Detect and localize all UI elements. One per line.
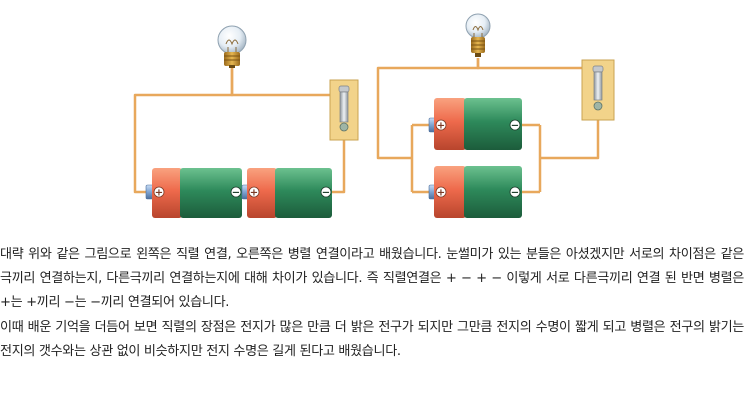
paragraph-explanation: 대략 위와 같은 그림으로 왼쪽은 직렬 연결, 오른쪽은 병렬 연결이라고 배…: [0, 247, 744, 311]
svg-text:+: +: [155, 188, 163, 199]
paragraph-comparison: 이때 배운 기억을 더듬어 보면 직렬의 장점은 전지가 많은 만큼 더 밝은 …: [0, 319, 744, 359]
svg-text:+: +: [250, 188, 258, 199]
bulb-icon: [217, 25, 247, 68]
switch-icon: [329, 79, 359, 141]
battery-icon: + −: [145, 168, 242, 218]
circuit-figure: + − + −: [133, 13, 615, 218]
svg-text:−: −: [511, 121, 519, 132]
series-circuit: + − + −: [133, 25, 359, 218]
svg-text:+: +: [437, 188, 445, 199]
battery-icon: + −: [428, 98, 522, 150]
svg-text:−: −: [322, 188, 330, 199]
battery-icon: + −: [241, 168, 332, 218]
svg-text:−: −: [232, 188, 240, 199]
battery-icon: + −: [428, 166, 522, 218]
switch-icon: [581, 59, 615, 121]
article-text: 대략 위와 같은 그림으로 왼쪽은 직렬 연결, 오른쪽은 병렬 연결이라고 배…: [0, 243, 744, 364]
svg-text:+: +: [437, 121, 445, 132]
bulb-icon: [465, 13, 491, 57]
parallel-circuit: + − + −: [376, 13, 615, 218]
svg-text:−: −: [511, 188, 519, 199]
